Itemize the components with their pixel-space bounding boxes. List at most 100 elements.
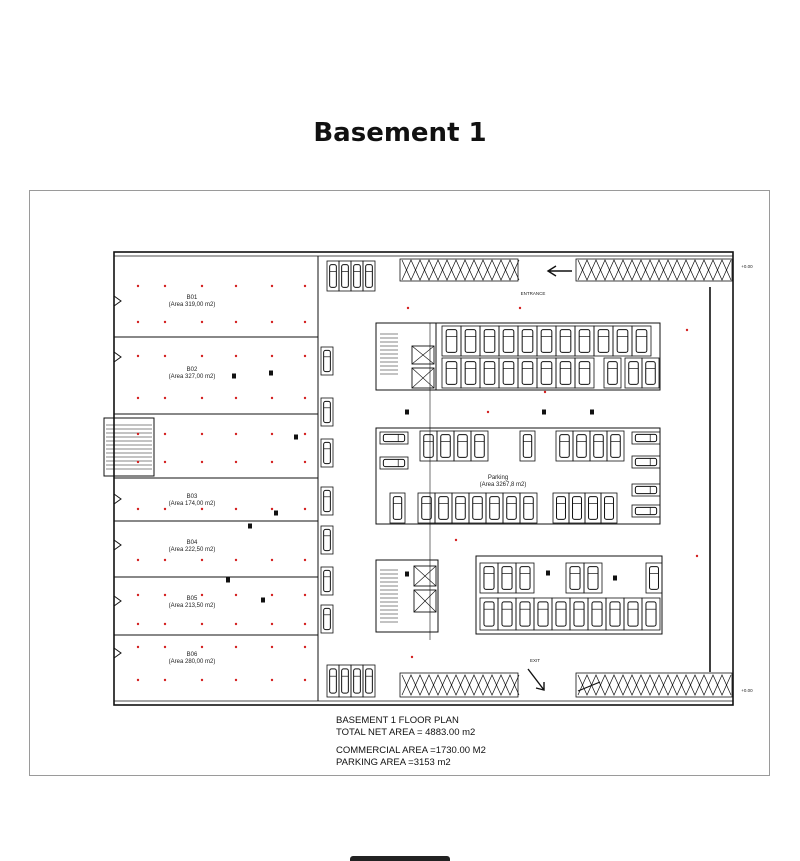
- column-dot: [163, 622, 167, 626]
- unit-b06-code: B06: [187, 652, 198, 658]
- column-dot: [163, 645, 167, 649]
- parking-space: [470, 430, 489, 462]
- unit-b02-area: (Area 327,00 m2): [169, 374, 216, 380]
- parking-space: [320, 525, 334, 555]
- car-icon: [365, 264, 373, 288]
- exit-arrow-right: [577, 681, 601, 692]
- parking-space: [453, 430, 472, 462]
- exit-ramp: [399, 672, 519, 698]
- parking-space: [631, 483, 661, 497]
- parking-space: [436, 430, 455, 462]
- car-icon: [578, 329, 591, 353]
- parking-space: [350, 260, 364, 292]
- car-icon: [382, 433, 406, 443]
- ramp-hatch: [577, 269, 732, 281]
- parking-space: [479, 357, 500, 389]
- car-icon: [323, 569, 331, 593]
- parking-space: [320, 486, 334, 516]
- car-icon: [501, 601, 513, 627]
- car-icon: [421, 496, 432, 520]
- column-dot: [406, 306, 410, 310]
- ramp-hatch: [401, 684, 520, 696]
- column-dot: [270, 645, 274, 649]
- column-dot: [234, 622, 238, 626]
- car-icon: [634, 433, 658, 443]
- car-icon: [502, 361, 515, 385]
- parking-space: [631, 431, 661, 445]
- column-dot: [270, 558, 274, 562]
- unit-b01-code: B01: [187, 295, 198, 301]
- column-dot: [303, 645, 307, 649]
- parking-space: [519, 492, 538, 524]
- unit-b03-area: (Area 174,00 m2): [169, 501, 216, 507]
- column-dot: [136, 622, 140, 626]
- car-icon: [392, 496, 403, 520]
- car-icon: [645, 601, 657, 627]
- unit-b01-area: (Area 319,00 m2): [169, 302, 216, 308]
- unit-b02-code: B02: [187, 367, 198, 373]
- column-dot: [518, 306, 522, 310]
- column-dot: [543, 390, 547, 394]
- column-dot: [270, 432, 274, 436]
- column-dot: [695, 554, 699, 558]
- car-icon: [323, 441, 331, 465]
- column-dot: [234, 593, 238, 597]
- car-icon: [540, 361, 553, 385]
- entrance-label: ENTRANCE: [521, 291, 546, 296]
- floor-plan-notes: BASEMENT 1 FLOOR PLAN TOTAL NET AREA = 4…: [336, 715, 486, 768]
- stair-lift-core-south: [375, 559, 439, 633]
- column-dot: [136, 354, 140, 358]
- car-icon: [635, 329, 648, 353]
- column-dot: [163, 354, 167, 358]
- parking-space: [460, 325, 481, 357]
- car-icon: [610, 434, 621, 458]
- car-icon: [438, 496, 449, 520]
- car-icon: [591, 601, 603, 627]
- column-dot: [303, 507, 307, 511]
- parking-space: [460, 357, 481, 389]
- parking-space: [320, 397, 334, 427]
- column-dot: [234, 354, 238, 358]
- column-dot: [303, 396, 307, 400]
- car-icon: [483, 566, 495, 590]
- scroll-indicator: [350, 856, 450, 861]
- parking-space: [362, 664, 376, 698]
- column-dot: [234, 678, 238, 682]
- car-icon: [559, 329, 572, 353]
- parking-space: [631, 455, 661, 469]
- car-icon: [353, 264, 361, 288]
- column-dot: [303, 622, 307, 626]
- car-icon: [329, 668, 337, 694]
- parking-space: [533, 597, 553, 631]
- column-dot: [200, 284, 204, 288]
- ramp-hatch: [577, 684, 732, 696]
- car-icon: [455, 496, 466, 520]
- top-right-ramp: [575, 258, 733, 282]
- column-dot: [270, 354, 274, 358]
- car-icon: [521, 329, 534, 353]
- parking-space: [593, 325, 614, 357]
- column-dot: [200, 622, 204, 626]
- parking-space: [631, 504, 661, 518]
- column-dot: [163, 432, 167, 436]
- column-dot: [303, 320, 307, 324]
- parking-space: [536, 357, 557, 389]
- unit-b05-area: (Area 213,50 m2): [169, 603, 216, 609]
- column-dot: [303, 460, 307, 464]
- parking-space: [612, 325, 633, 357]
- column-dot: [234, 558, 238, 562]
- structural-column: [590, 409, 594, 415]
- parking-space: [502, 492, 521, 524]
- car-icon: [604, 496, 614, 520]
- lift-shaft: [411, 367, 435, 389]
- parking-area: (Area 3267,8 m2): [480, 482, 527, 488]
- car-icon: [474, 434, 485, 458]
- parking-space: [362, 260, 376, 292]
- lift-shaft: [413, 565, 437, 587]
- parking-space: [583, 562, 603, 594]
- parking-space: [441, 357, 462, 389]
- car-icon: [323, 528, 331, 552]
- car-icon: [572, 496, 582, 520]
- column-dot: [136, 396, 140, 400]
